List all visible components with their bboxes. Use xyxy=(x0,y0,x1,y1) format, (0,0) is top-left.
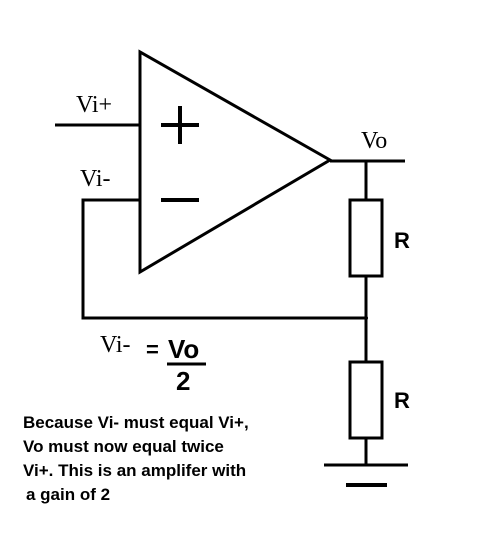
explanation-line-1: Because Vi- must equal Vi+, xyxy=(23,413,249,432)
explanation-text: Because Vi- must equal Vi+, Vo must now … xyxy=(23,413,249,504)
equation-equals: = xyxy=(146,337,159,362)
junction-node xyxy=(364,316,368,320)
explanation-line-3: Vi+. This is an amplifer with xyxy=(23,461,246,480)
resistor-top xyxy=(348,198,384,278)
ground-icon xyxy=(324,463,408,487)
equation-numerator: Vo xyxy=(168,334,199,364)
equation-denominator: 2 xyxy=(176,366,190,396)
resistor-top-label: R xyxy=(394,228,410,253)
vo-label: Vo xyxy=(361,128,387,154)
explanation-line-4: a gain of 2 xyxy=(26,485,110,504)
resistor-bottom xyxy=(348,360,384,440)
feedback-wire xyxy=(81,198,366,320)
vi-plus-label: Vi+ xyxy=(76,92,112,118)
explanation-line-2: Vo must now equal twice xyxy=(23,437,224,456)
op-amp-triangle xyxy=(138,49,333,275)
plus-sign-icon xyxy=(161,106,199,144)
equation: Vi- = Vo 2 xyxy=(100,332,206,396)
resistor-bottom-label: R xyxy=(394,388,410,413)
equation-lhs: Vi- xyxy=(100,332,131,358)
vi-minus-label: Vi- xyxy=(80,166,111,192)
